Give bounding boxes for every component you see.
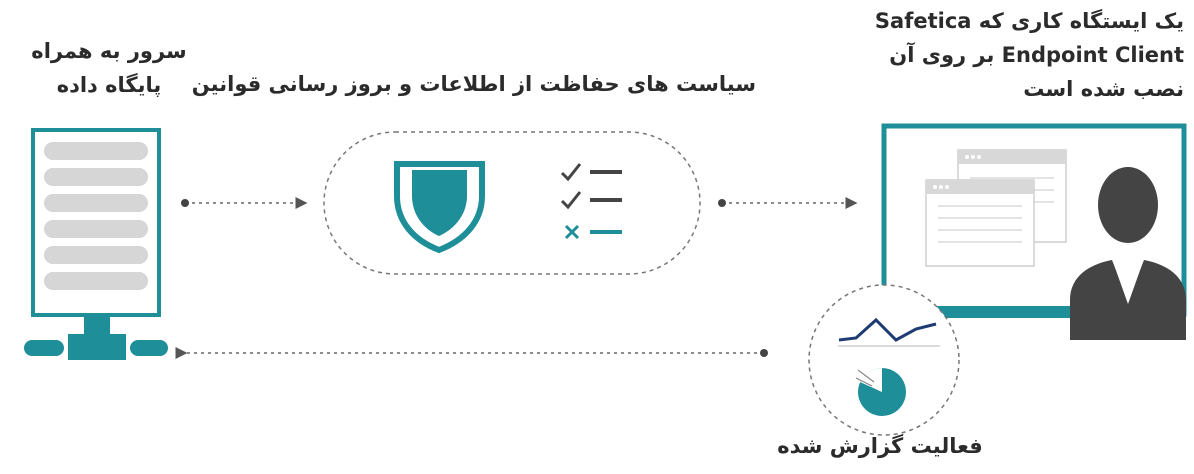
arrow-server-to-policy (181, 197, 308, 209)
policy-pill (323, 131, 701, 275)
shield-icon (394, 161, 485, 254)
client-label: یک ایستگاه کاری که Safetica Endpoint Cli… (875, 4, 1184, 106)
checklist-icon (560, 163, 622, 240)
activity-circle (808, 284, 960, 436)
policy-label: سیاست های حفاظت از اطلاعات و بروز رسانی … (191, 72, 756, 96)
report-label: فعالیت گزارش شده (777, 434, 983, 458)
user-icon (1070, 167, 1186, 340)
pie-chart-icon (855, 367, 906, 416)
arrow-policy-to-client (718, 197, 858, 209)
client-label-line-3: نصب شده است (1023, 77, 1184, 101)
arrow-report-to-server (175, 347, 768, 359)
server-label-line-2: پایگاه داده (56, 73, 162, 97)
client-label-line-2: Endpoint Client بر روی آن (889, 43, 1184, 67)
server-icon (24, 128, 168, 360)
server-label: سرور به همراه پایگاه داده (24, 34, 194, 102)
server-label-line-1: سرور به همراه (31, 39, 187, 63)
client-label-line-1: یک ایستگاه کاری که Safetica (874, 9, 1184, 33)
line-chart-icon (838, 317, 940, 347)
